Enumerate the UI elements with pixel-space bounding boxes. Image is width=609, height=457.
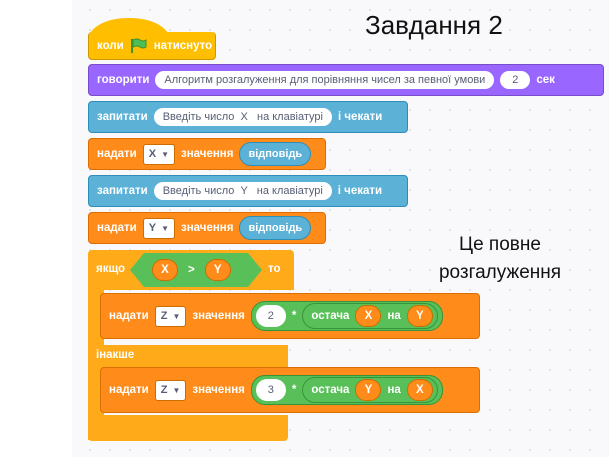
number-input[interactable]: 3 (255, 379, 286, 401)
greater-than-operator[interactable]: X > Y (130, 253, 262, 287)
else-bar (88, 345, 288, 367)
multiply-sign: * (291, 310, 297, 322)
answer-reporter[interactable]: відповідь (239, 142, 312, 166)
and-wait-label: і чекати (337, 185, 383, 197)
mod-operator[interactable]: остача X на Y (302, 303, 438, 329)
answer-reporter[interactable]: відповідь (239, 216, 312, 240)
set-label: надати (97, 222, 137, 234)
ask-label: запитати (97, 111, 148, 123)
note-line-1: Це повне (459, 234, 541, 255)
clicked-label: натиснуто (153, 39, 213, 52)
set-label: надати (109, 310, 149, 322)
dropdown-arrow-icon: ▼ (161, 149, 170, 159)
set-label: надати (109, 384, 149, 396)
variable-dropdown-z[interactable]: Z▼ (154, 379, 187, 401)
note-line-2: розгалуження (438, 262, 562, 283)
say-for-secs-block[interactable]: говорити Алгоритм розгалуження для порів… (88, 64, 604, 96)
variable-reporter-x[interactable]: X (152, 259, 178, 281)
dropdown-arrow-icon: ▼ (161, 223, 170, 233)
variable-reporter-x[interactable]: X (355, 305, 382, 327)
set-variable-block-x[interactable]: надати X▼ значення відповідь (88, 138, 326, 170)
number-input[interactable]: 2 (255, 305, 286, 327)
note-text: Це повне розгалуження (415, 231, 585, 287)
by-label: на (387, 310, 401, 322)
to-value-label: значення (192, 384, 245, 396)
variable-dropdown-x[interactable]: X▼ (142, 143, 176, 165)
ask-and-wait-block-y[interactable]: запитати Введіть число Y на клавіатурі і… (88, 175, 408, 207)
say-seconds-input[interactable]: 2 (500, 71, 531, 89)
to-value-label: значення (192, 310, 245, 322)
when-flag-clicked-block[interactable]: коли натиснуто (88, 32, 216, 60)
assignment-title: Завдання 2 (365, 10, 503, 40)
dropdown-arrow-icon: ▼ (172, 311, 181, 321)
variable-reporter-y[interactable]: Y (355, 379, 382, 401)
say-label: говорити (97, 74, 150, 86)
multiply-operator[interactable]: 3 * остача Y на X (250, 375, 443, 405)
set-label: надати (97, 148, 137, 160)
then-label: то (268, 263, 281, 275)
when-label: коли (97, 39, 124, 52)
variable-name: Z (160, 310, 168, 322)
mod-label: остача (311, 310, 350, 322)
variable-reporter-y[interactable]: Y (406, 305, 433, 327)
by-label: на (387, 384, 401, 396)
ask-label: запитати (97, 185, 148, 197)
ask-and-wait-block-x[interactable]: запитати Введіть число X на клавіатурі і… (88, 101, 408, 133)
if-else-bottom (88, 415, 288, 441)
multiply-sign: * (291, 384, 297, 396)
variable-reporter-y[interactable]: Y (205, 259, 231, 281)
ask-question-input-x[interactable]: Введіть число X на клавіатурі (153, 108, 332, 126)
palette-edge (0, 0, 72, 457)
if-label: якщо (96, 263, 126, 275)
ask-question-input-y[interactable]: Введіть число Y на клавіатурі (153, 182, 332, 200)
dropdown-arrow-icon: ▼ (172, 385, 181, 395)
to-value-label: значення (181, 222, 234, 234)
say-message-input[interactable]: Алгоритм розгалуження для порівняння чис… (155, 71, 495, 89)
seconds-unit-label: сек (536, 74, 555, 86)
variable-reporter-x[interactable]: X (406, 379, 433, 401)
variable-dropdown-y[interactable]: Y▼ (142, 217, 176, 239)
else-label: інакше (96, 349, 135, 361)
mod-operator[interactable]: остача Y на X (302, 377, 438, 403)
green-flag-icon (130, 38, 148, 54)
set-variable-block-y[interactable]: надати Y▼ значення відповідь (88, 212, 326, 244)
and-wait-label: і чекати (337, 111, 383, 123)
mod-label: остача (311, 384, 350, 396)
set-variable-block-z-else[interactable]: надати Z▼ значення 3 * остача Y на X (100, 367, 480, 413)
greater-than-sign: > (188, 264, 195, 276)
variable-name: Z (160, 384, 168, 396)
variable-name: X (148, 148, 157, 160)
set-variable-block-z-then[interactable]: надати Z▼ значення 2 * остача X на Y (100, 293, 480, 339)
variable-name: Y (148, 222, 157, 234)
to-value-label: значення (181, 148, 234, 160)
multiply-operator[interactable]: 2 * остача X на Y (250, 301, 443, 331)
variable-dropdown-z[interactable]: Z▼ (154, 305, 187, 327)
